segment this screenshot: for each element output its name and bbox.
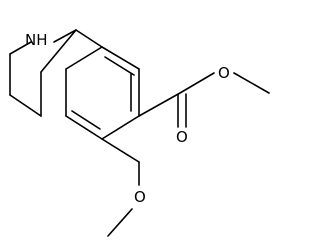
atom-label-carbonyl-o: O xyxy=(176,128,188,146)
bond-c6-c5 xyxy=(65,115,103,140)
bond-nh-c3 xyxy=(9,41,32,55)
molecular-structure-diagram: NH O O O xyxy=(9,29,270,237)
bond-c8-c8a-inner xyxy=(104,56,135,76)
bond-c6-c5-inner xyxy=(71,110,101,130)
bond-c8a-c8 xyxy=(101,46,140,70)
bond-ether-o-methyl xyxy=(107,208,133,237)
atom-label-nh: NH xyxy=(25,31,48,49)
bond-carbonyl-c-ester-o xyxy=(179,72,215,94)
bond-c4a-c8a xyxy=(65,46,103,70)
atom-label-ester-o: O xyxy=(218,64,230,82)
bond-c8a-c1-ring xyxy=(40,29,77,73)
bond-c1-c8a xyxy=(75,29,103,48)
bond-c4-c4a xyxy=(9,94,42,117)
bond-c6-ether-o xyxy=(101,138,140,163)
bond-c7-c6 xyxy=(101,115,140,140)
atom-label-ether-o: O xyxy=(134,188,146,206)
bond-nh-c1 xyxy=(53,29,77,43)
bond-c7-carbonyl-c xyxy=(138,92,181,117)
bond-ester-o-methyl xyxy=(233,72,270,94)
